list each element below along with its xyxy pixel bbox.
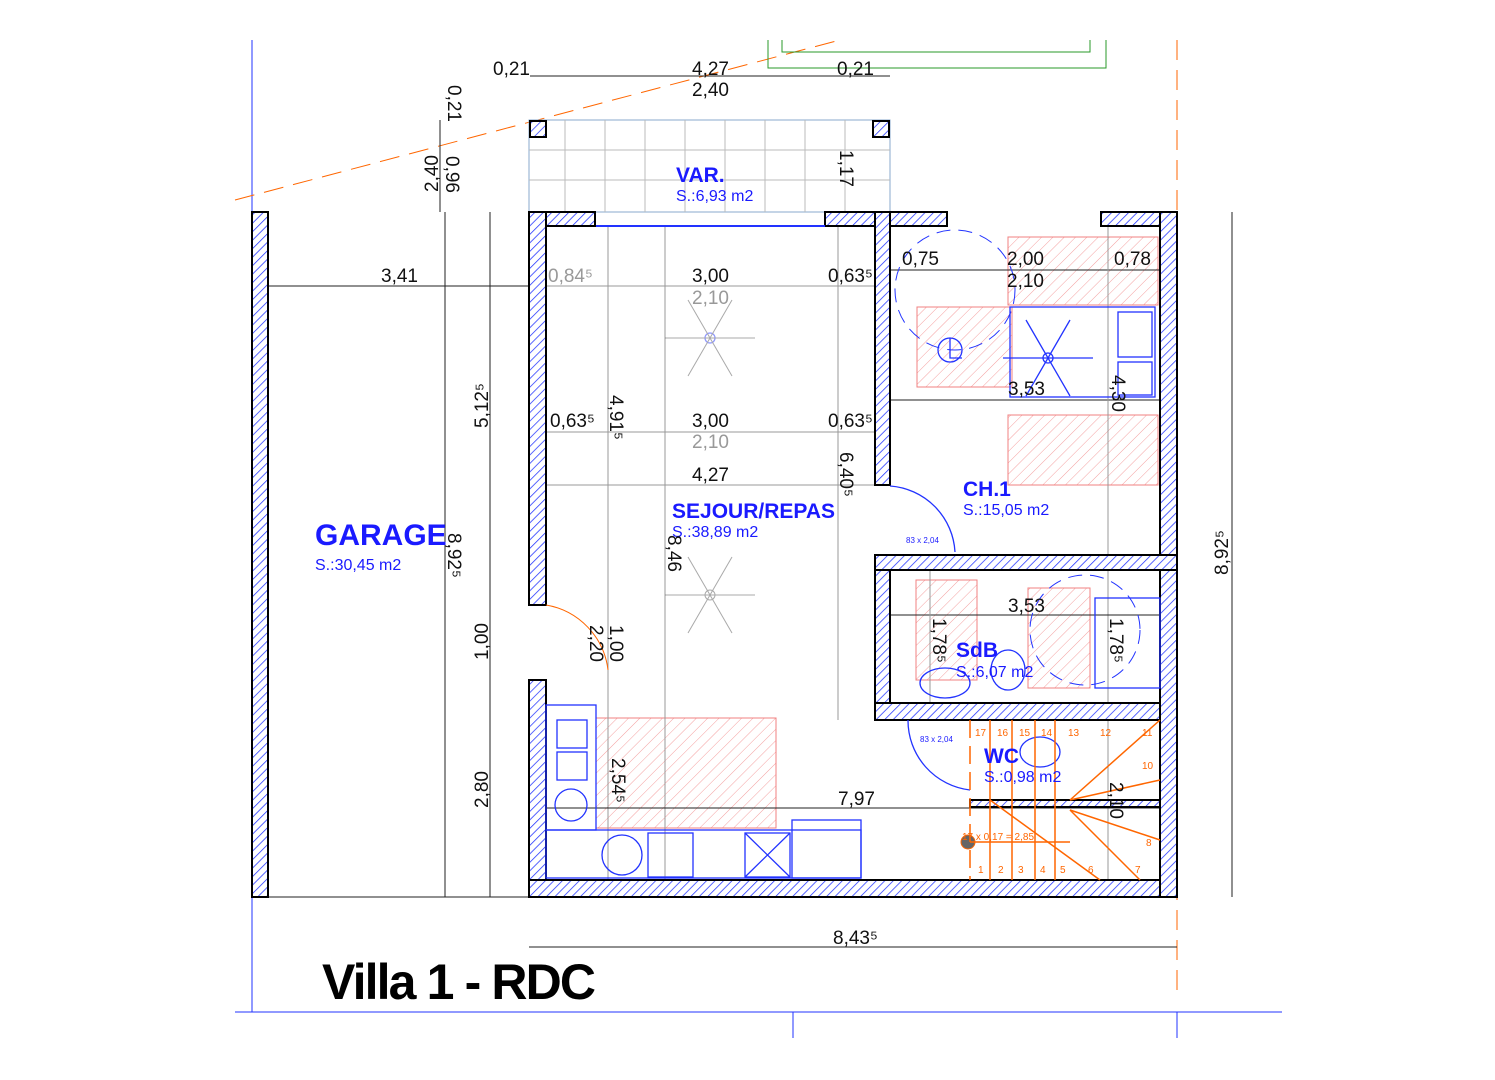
rooms-sdb-area: S.:6,07 m2 xyxy=(956,664,1033,681)
bed xyxy=(1009,306,1156,398)
room-ch1: CH.1 xyxy=(963,478,1011,501)
dimensions-s_210b: 2,10 xyxy=(692,432,729,453)
sink xyxy=(919,667,971,699)
dimensions-s_846: 8,46 xyxy=(663,535,684,572)
dimensions-right_h: 8,92⁵ xyxy=(1212,530,1233,575)
doors-d1: 83 x 2,04 xyxy=(906,536,939,545)
stair-steps-8: 10 xyxy=(1142,761,1154,772)
stair-steps-10: 12 xyxy=(1100,728,1112,739)
dimensions-top_mid: 4,27 xyxy=(692,59,729,80)
dimensions-c_353: 3,53 xyxy=(1008,379,1045,400)
dimensions-s_210a: 2,10 xyxy=(692,288,729,309)
dimensions-s_491: 4,91⁵ xyxy=(605,395,626,440)
shower xyxy=(1094,597,1161,689)
room-sdb: SdB xyxy=(956,639,998,662)
rooms-ch1-area: S.:15,05 m2 xyxy=(963,502,1049,519)
dimensions-s_084: 0,84⁵ xyxy=(548,266,593,287)
dimensions-garage_width: 3,41 xyxy=(381,266,418,287)
walls xyxy=(251,211,1178,898)
dimensions-s_063c: 0,63⁵ xyxy=(828,411,873,432)
stair-steps-2: 3 xyxy=(1018,865,1024,876)
dimensions-s_220: 2,20 xyxy=(585,625,606,662)
dimension-texts: 0,21 4,27 2,40 0,21 0,21 2,40 0,96 1,17 … xyxy=(381,59,1233,949)
stair-steps-9: 11 xyxy=(1142,728,1153,739)
dimensions-b_178a: 1,78⁵ xyxy=(928,618,949,663)
stair-steps-15: 17 xyxy=(975,728,987,739)
pillar-left xyxy=(529,120,547,138)
stair-steps-14: 16 xyxy=(997,728,1009,739)
dimensions-s_100: 1,00 xyxy=(605,625,626,662)
dimensions-s_300a: 3,00 xyxy=(692,266,729,287)
dimensions-b_178b: 1,78⁵ xyxy=(1105,618,1126,663)
stair-steps-11: 13 xyxy=(1068,728,1080,739)
room-wc: WC xyxy=(984,745,1019,768)
stair-steps-0: 1 xyxy=(978,865,984,876)
dimensions-top_right: 0,21 xyxy=(837,59,874,80)
furniture xyxy=(545,299,1161,879)
dimensions-c_200: 2,00 xyxy=(1007,249,1044,270)
dimensions-s_300b: 3,00 xyxy=(692,411,729,432)
dimensions-c_075: 0,75 xyxy=(902,249,939,270)
dimensions-s_254: 2,54⁵ xyxy=(607,758,628,803)
dimensions-s_063a: 0,63⁵ xyxy=(828,266,873,287)
stair-steps-4: 5 xyxy=(1060,865,1066,876)
kitchen-counter xyxy=(545,829,862,879)
room-sejour: SEJOUR/REPAS xyxy=(672,500,835,523)
dimensions-terrace_v1: 0,21 xyxy=(443,85,464,122)
pillar-right xyxy=(872,120,890,138)
dimensions-c_078: 0,78 xyxy=(1114,249,1151,270)
ceiling-fan-icon xyxy=(665,556,755,634)
stair-steps-6: 7 xyxy=(1135,865,1141,876)
cooktop xyxy=(647,832,694,878)
dimensions-top_left: 0,21 xyxy=(493,59,530,80)
dimensions-top_mid2: 2,40 xyxy=(692,80,729,101)
rooms-garage-area: S.:30,45 m2 xyxy=(315,557,401,574)
dimensions-garage_left_h1: 5,12⁵ xyxy=(472,383,493,428)
wc-toilet xyxy=(1019,736,1061,768)
stair-formula: 17 x 0,17 = 2,85 xyxy=(962,832,1034,843)
dimensions-lower_h: 2,80 xyxy=(472,771,493,808)
doors xyxy=(545,229,1141,791)
accessibility-zones xyxy=(595,236,1159,829)
room-labels: GARAGE S.:30,45 m2 VAR. S.:6,93 m2 SEJOU… xyxy=(315,164,1061,786)
stair-steps-1: 2 xyxy=(998,865,1004,876)
stair-steps-3: 4 xyxy=(1040,865,1046,876)
dimensions-w_210: 2,10 xyxy=(1105,782,1126,819)
stair-steps-13: 15 xyxy=(1019,728,1031,739)
toilet xyxy=(990,649,1026,691)
rooms-sejour-area: S.:38,89 m2 xyxy=(672,524,758,541)
dimensions-c_430: 4,30 xyxy=(1107,375,1128,412)
dimensions-terrace_h: 1,17 xyxy=(835,150,856,187)
stair-steps-12: 14 xyxy=(1041,728,1053,739)
ceiling-fan-icon xyxy=(665,299,755,377)
dimensions-terrace_v2: 2,40 xyxy=(422,155,443,192)
doors-d2: 83 x 2,04 xyxy=(920,735,953,744)
rooms-var-area: S.:6,93 m2 xyxy=(676,188,753,205)
stair-steps-5: 6 xyxy=(1088,865,1094,876)
dimensions-c_210: 2,10 xyxy=(1007,271,1044,292)
room-garage: GARAGE xyxy=(315,519,447,552)
wheelchair-icon xyxy=(937,337,963,363)
dimensions-s_797: 7,97 xyxy=(838,789,875,810)
dimensions-bottom_w: 8,43⁵ xyxy=(833,928,878,949)
room-var: VAR. xyxy=(676,164,725,187)
stair-steps-7: 8 xyxy=(1146,838,1152,849)
dimensions-s_640: 6,40⁵ xyxy=(835,452,856,497)
plan-title: Villa 1 - RDC xyxy=(322,954,596,1010)
dimensions-b_353: 3,53 xyxy=(1008,596,1045,617)
dimensions-s_063b: 0,63⁵ xyxy=(550,411,595,432)
staircase: 17 x 0,17 = 2,85 1 2 3 4 5 6 7 8 10 11 1… xyxy=(962,719,1161,881)
fridge xyxy=(791,819,862,879)
dimensions-door_h: 1,00 xyxy=(472,623,493,660)
terrace xyxy=(528,119,891,213)
dimensions-garage_h: 8,92⁵ xyxy=(443,533,464,578)
dimensions-s_427: 4,27 xyxy=(692,465,729,486)
rooms-wc-area: S.:0,98 m2 xyxy=(984,769,1061,786)
dimensions-terrace_v3: 0,96 xyxy=(441,156,462,193)
ceiling-fan-icon xyxy=(1003,319,1093,397)
